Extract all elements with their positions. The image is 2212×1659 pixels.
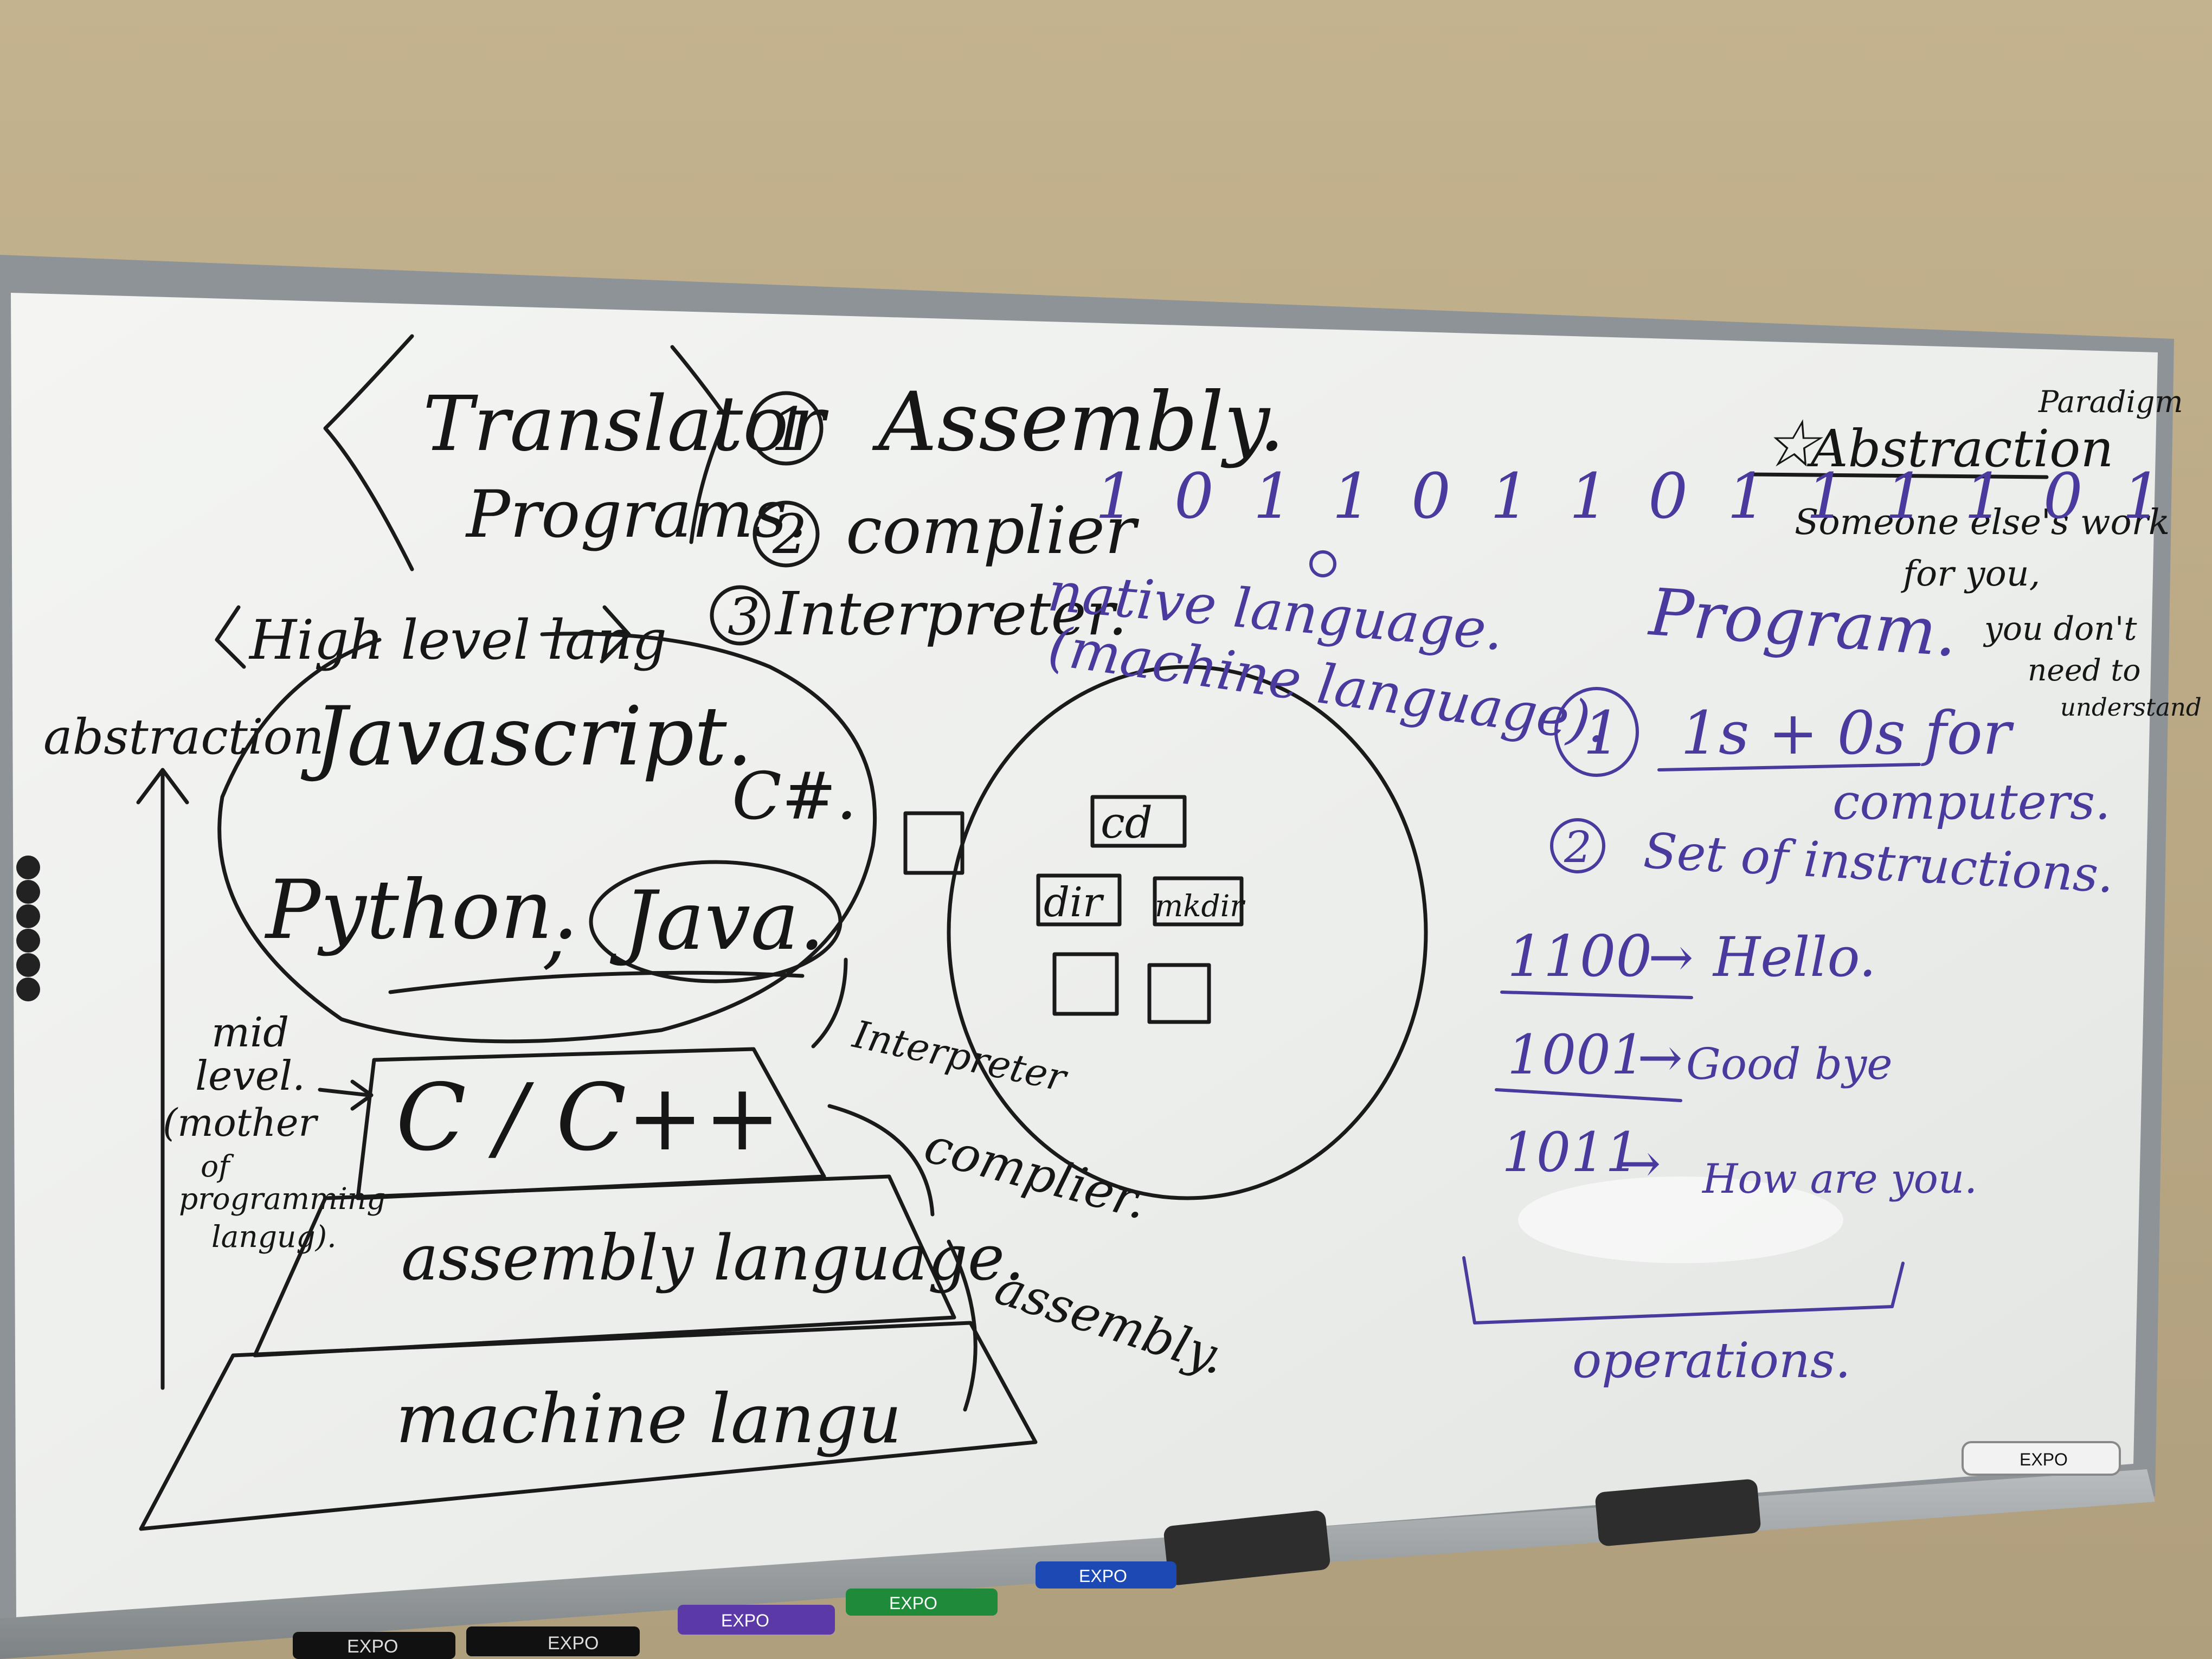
lang-python: Python. bbox=[264, 863, 578, 957]
operations-label: operations. bbox=[1572, 1332, 1851, 1389]
high-level-circle: Javascript. C#. Python. , Java. bbox=[217, 632, 877, 1044]
lang-comma: , bbox=[542, 890, 567, 978]
cmd-mkdir: mkdir bbox=[1155, 889, 1245, 923]
op-meaning-1: Hello. bbox=[1712, 925, 1876, 989]
abstraction-title: Abstraction bbox=[1806, 419, 2114, 479]
marker-label: EXPO bbox=[721, 1611, 769, 1630]
marker-label: EXPO bbox=[2020, 1450, 2068, 1469]
paradigm-text: Paradigm bbox=[2038, 384, 2183, 419]
programs-title: Programs. bbox=[465, 477, 808, 552]
marker-label: EXPO bbox=[548, 1633, 599, 1654]
list-num-3: 3 bbox=[728, 587, 760, 647]
star-mark: ☆ bbox=[1762, 407, 1824, 482]
lang-csharp: C#. bbox=[732, 759, 857, 834]
mid-level-note: mid level. (mother of programming langug… bbox=[163, 1008, 385, 1254]
program-num-1: 1 bbox=[1583, 698, 1621, 768]
list-interpreter: Interpreter. bbox=[774, 579, 1127, 648]
op-code-2: 1001 bbox=[1507, 1023, 1645, 1086]
op-arrow-2: → bbox=[1637, 1026, 1683, 1089]
op-code-1: 1100 bbox=[1507, 923, 1652, 989]
program-num-2: 2 bbox=[1564, 822, 1592, 872]
cmd-dir: dir bbox=[1044, 878, 1104, 926]
mid-line1: mid bbox=[211, 1008, 289, 1056]
abstraction-desc-1: Someone else's work bbox=[1795, 502, 2170, 543]
op-code-3: 1011 bbox=[1502, 1121, 1640, 1184]
program-item-1b: computers. bbox=[1832, 774, 2111, 831]
translator-title: Translator bbox=[423, 380, 829, 468]
marker-label: EXPO bbox=[1079, 1566, 1127, 1586]
abstraction-desc-4: need to bbox=[2028, 653, 2140, 687]
op-meaning-2: Good bye bbox=[1686, 1039, 1893, 1089]
abstraction-desc-5: understand bbox=[2060, 693, 2202, 722]
op-arrow-1: → bbox=[1648, 925, 1694, 989]
magnets bbox=[16, 856, 40, 1001]
abstraction-desc-3: you don't bbox=[1983, 610, 2137, 648]
translator-list: 1 Assembly. 2 complier 3 Interpreter. bbox=[710, 375, 1285, 648]
abstraction-left-text: abstraction bbox=[43, 709, 324, 766]
erasers bbox=[1163, 1479, 1761, 1585]
abstraction-desc-2: for you, bbox=[1901, 554, 2040, 594]
high-level-label: High level lang bbox=[215, 605, 667, 672]
pyramid-machine: machine langu bbox=[396, 1380, 902, 1458]
high-level-text: High level lang bbox=[248, 608, 667, 672]
cmd-cd: cd bbox=[1101, 798, 1153, 848]
whiteboard bbox=[0, 255, 2174, 1648]
op-meaning-3: How are you. bbox=[1701, 1155, 1977, 1203]
markers: EXPO EXPO EXPO EXPO EXPO EXPO bbox=[293, 1441, 2121, 1659]
op-arrow-3: → bbox=[1616, 1131, 1661, 1195]
list-num-1: 1 bbox=[771, 395, 809, 464]
mid-line3: (mother bbox=[163, 1101, 318, 1145]
cmd-circle: cd dir mkdir bbox=[903, 665, 1428, 1200]
list-assembly: Assembly. bbox=[872, 375, 1285, 470]
list-complier: complier bbox=[846, 493, 1140, 569]
binary-string: 1 0 1 1 0 1 1 0 1 1 1 1 0 1 bbox=[1095, 460, 2172, 533]
binary-text: 1 0 1 1 0 1 1 0 1 1 1 1 0 1 bbox=[1095, 460, 2172, 533]
abstraction-right: ☆ Abstraction Paradigm Someone else's wo… bbox=[1749, 384, 2202, 722]
pyramid-assembly: assembly language. bbox=[401, 1222, 1025, 1295]
lang-java: Java. bbox=[609, 874, 825, 968]
mid-line4: of bbox=[201, 1149, 234, 1184]
marker-label: EXPO bbox=[889, 1593, 937, 1613]
abstraction-left: abstraction bbox=[43, 709, 324, 1390]
program-item-1: 1s + 0s for bbox=[1681, 698, 2015, 768]
list-num-2: 2 bbox=[772, 503, 807, 566]
pyramid-c: C / C++ bbox=[396, 1064, 781, 1172]
mid-line2: level. bbox=[195, 1052, 305, 1099]
marker-label: EXPO bbox=[347, 1636, 398, 1657]
mid-line6: langug). bbox=[211, 1219, 337, 1254]
language-pyramid: C / C++ assembly language. machine langu bbox=[139, 1047, 1038, 1531]
lang-javascript: Javascript. bbox=[300, 690, 753, 784]
